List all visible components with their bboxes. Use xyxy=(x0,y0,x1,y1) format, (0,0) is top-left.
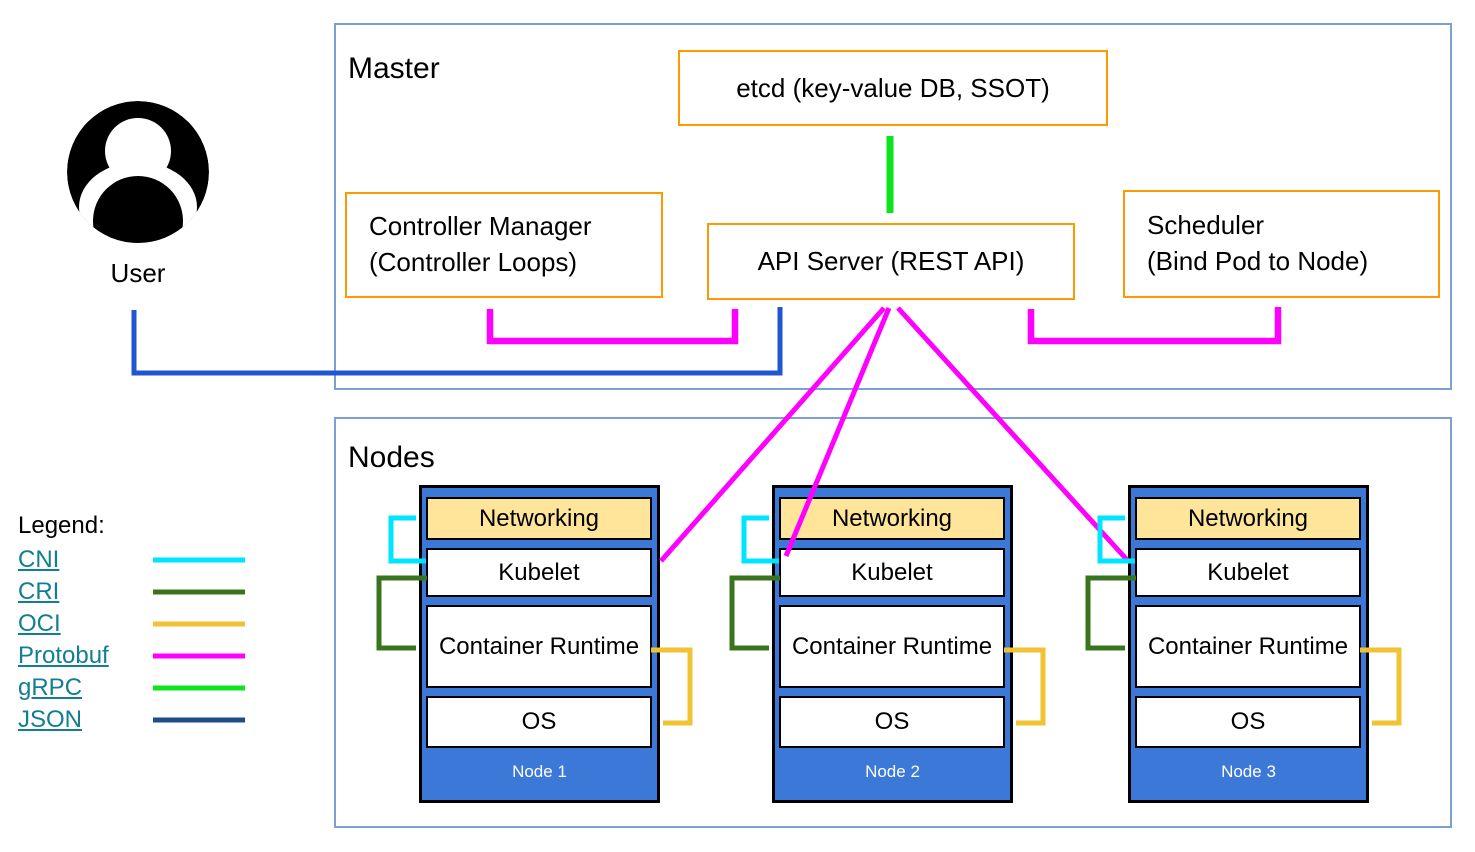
scheduler-line1: Scheduler xyxy=(1147,210,1265,241)
node2-os-box: OS xyxy=(779,696,1005,748)
nodes-title: Nodes xyxy=(348,441,435,474)
controller-manager-line2: (Controller Loops) xyxy=(369,247,578,277)
legend-arrow-protobuf xyxy=(153,653,245,659)
node1-kubelet-box: Kubelet xyxy=(426,548,652,597)
legend-link-oci[interactable]: OCI xyxy=(18,610,61,637)
node1-label: Node 1 xyxy=(512,762,567,781)
node3-label: Node 3 xyxy=(1221,762,1276,781)
legend-arrow-grpc xyxy=(153,685,245,691)
legend-arrow-oci xyxy=(153,621,245,627)
controller-manager-box: Controller Manager (Controller Loops) xyxy=(345,192,663,298)
node-3: Networking Kubelet Container Runtime OS … xyxy=(1128,485,1369,803)
legend-arrow-cni xyxy=(153,557,245,563)
node1-networking-box: Networking xyxy=(426,497,652,540)
legend-link-grpc[interactable]: gRPC xyxy=(18,674,83,701)
node3-container-runtime-box: Container Runtime xyxy=(1135,605,1361,688)
scheduler-box: Scheduler (Bind Pod to Node) xyxy=(1123,190,1440,298)
legend-row-protobuf: Protobuf xyxy=(18,640,255,672)
legend-link-protobuf[interactable]: Protobuf xyxy=(18,642,109,669)
legend-row-json: JSON xyxy=(18,704,255,736)
legend-row-cri: CRI xyxy=(18,576,255,608)
nodes-frame xyxy=(334,417,1452,828)
legend-arrow-json xyxy=(153,717,245,723)
controller-manager-line1: Controller Manager xyxy=(369,211,592,242)
node2-container-runtime-box: Container Runtime xyxy=(779,605,1005,688)
node-1: Networking Kubelet Container Runtime OS … xyxy=(419,485,660,803)
node2-kubelet-box: Kubelet xyxy=(779,548,1005,597)
node3-kubelet-box: Kubelet xyxy=(1135,548,1361,597)
etcd-box: etcd (key-value DB, SSOT) xyxy=(678,50,1108,126)
node-2: Networking Kubelet Container Runtime OS … xyxy=(772,485,1013,803)
legend-row-cni: CNI xyxy=(18,544,255,576)
legend-link-json[interactable]: JSON xyxy=(18,706,83,733)
node2-networking-box: Networking xyxy=(779,497,1005,540)
node3-os-box: OS xyxy=(1135,696,1361,748)
legend-link-cni[interactable]: CNI xyxy=(18,546,60,573)
legend-title: Legend: xyxy=(18,512,105,539)
master-title: Master xyxy=(348,52,440,85)
api-server-label: API Server (REST API) xyxy=(757,246,1025,276)
node3-networking-box: Networking xyxy=(1135,497,1361,540)
legend-row-oci: OCI xyxy=(18,608,255,640)
node2-label: Node 2 xyxy=(865,762,920,781)
user-icon xyxy=(67,101,209,243)
master-frame xyxy=(334,23,1452,390)
node1-container-runtime-box: Container Runtime xyxy=(426,605,652,688)
api-server-box: API Server (REST API) xyxy=(707,223,1075,300)
legend: CNI CRI OCI Protobuf gRPC xyxy=(18,544,255,736)
etcd-label: etcd (key-value DB, SSOT) xyxy=(736,72,1050,103)
legend-row-grpc: gRPC xyxy=(18,672,255,704)
user-label: User xyxy=(110,258,166,288)
scheduler-line2: (Bind Pod to Node) xyxy=(1147,246,1369,276)
legend-link-cri[interactable]: CRI xyxy=(18,578,60,605)
legend-arrow-cri xyxy=(153,589,245,595)
node1-os-box: OS xyxy=(426,696,652,748)
